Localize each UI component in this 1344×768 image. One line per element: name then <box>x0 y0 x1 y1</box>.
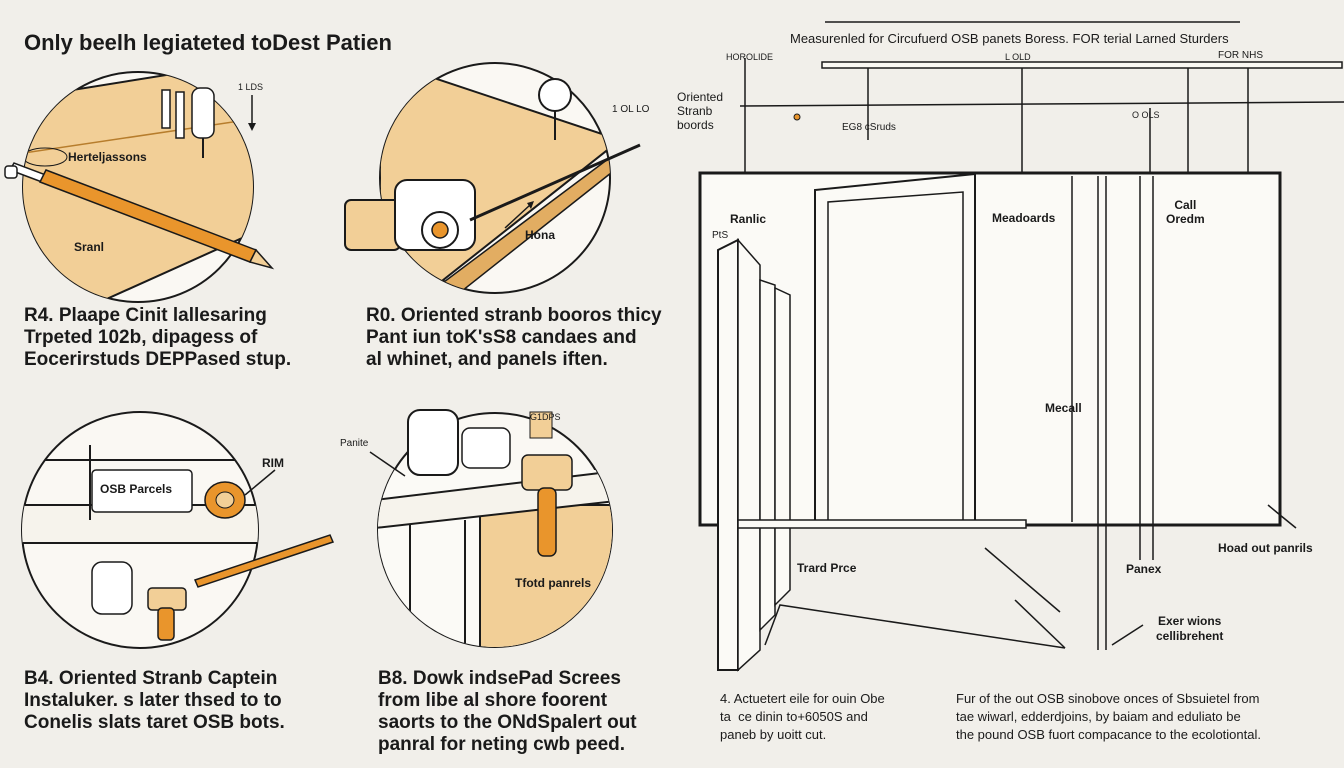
step-1-label-b: Sranl <box>74 240 105 254</box>
label-panic: Ranlic <box>730 212 767 226</box>
step-1-illustration <box>4 71 275 303</box>
step-2-illustration <box>344 62 641 294</box>
tape-measure-icon <box>204 481 246 519</box>
step-1-label-c: 1 LDS <box>238 82 264 92</box>
osb-parcel-box <box>91 469 193 513</box>
step-4-caption: B8. Dowk indsePad Screes from libe al sh… <box>378 668 637 755</box>
label-mecall: Mecall <box>1045 401 1082 415</box>
step-3-caption: B4. Oriented Stranb Captein Instaluker. … <box>24 668 285 733</box>
osb-sheet <box>717 238 739 671</box>
step-2-caption: R0. Oriented stranb booros thicy Pant iu… <box>366 305 662 370</box>
osb-panel <box>23 72 253 302</box>
label-top-right: FOR NHS <box>1218 50 1263 61</box>
wall-frame <box>698 171 1282 527</box>
door-frame <box>814 172 976 522</box>
pointer-arrow <box>504 204 531 229</box>
step-4-label-c: G1DPS <box>530 412 561 422</box>
label-top-mid: L OLD <box>1005 52 1031 62</box>
label-exer: Exer wions cellibrehent <box>1156 614 1224 643</box>
label-pts: PtS <box>712 230 729 241</box>
diagram-top-note: Measurenled for Circufuerd OSB panets Bo… <box>790 31 1229 46</box>
step-3-label-a: OSB Parcels <box>100 482 173 496</box>
pointer-arrow <box>244 469 276 496</box>
step-2-label-a: Hona <box>525 228 555 242</box>
label-head: Hoad out panrils <box>1218 541 1313 555</box>
step-4-illustration <box>369 409 613 648</box>
pencil-icon <box>4 162 275 270</box>
step-4-label-a: Panite <box>340 438 369 449</box>
osb-panel <box>380 63 610 293</box>
step-1-label-a: Herteljassons <box>68 150 147 164</box>
step-4-label-b: Tfotd panrels <box>515 576 592 590</box>
hammer-icon <box>521 454 573 557</box>
diagram-note-right: Fur of the out OSB sinobove onces of Sbs… <box>956 691 1261 742</box>
label-call: Call Oredm <box>1166 198 1205 226</box>
label-osb: Oriented Stranb boords <box>677 90 724 132</box>
label-meoards: Meadoards <box>992 211 1056 225</box>
step-3-illustration <box>21 411 335 649</box>
step-2-label-b: 1 OL LO <box>612 104 650 115</box>
step-1-caption: R4. Plaape Cinit lallesaring Trpeted 102… <box>24 305 292 370</box>
page-title: Only beelh legiateted toDest Patien <box>24 30 392 55</box>
glue-bottle-icon <box>91 561 133 615</box>
diagram-note-left: 4. Actuetert eile for ouin Obe ta ce din… <box>720 691 885 742</box>
clamp-icon <box>161 87 215 158</box>
sander-icon <box>407 409 511 476</box>
hammer-icon <box>147 587 187 641</box>
pointer-arrow <box>369 451 406 477</box>
step-3-label-b: RIM <box>262 456 284 470</box>
pencil-icon <box>193 534 335 588</box>
label-top-left: HOROLIDE <box>726 52 774 62</box>
label-small-mid: O OLS <box>1132 110 1160 120</box>
label-panex: Panex <box>1126 562 1162 576</box>
framing-diagram <box>698 21 1344 672</box>
label-trad: Trard Prce <box>797 561 857 575</box>
marker-icon <box>538 78 572 112</box>
label-edge: EG8 cSruds <box>842 122 896 133</box>
circular-saw-icon <box>344 143 641 251</box>
